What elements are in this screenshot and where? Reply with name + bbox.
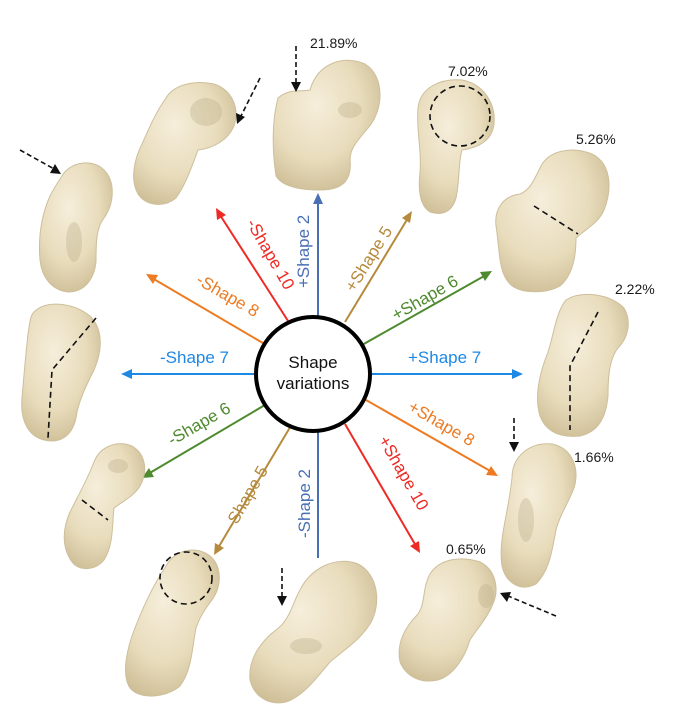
center-node: Shape variations <box>256 317 370 431</box>
pct-shape6: 5.26% <box>576 131 616 147</box>
label-pos-shape2: +Shape 2 <box>294 215 313 288</box>
label-neg-shape8: -Shape 8 <box>193 270 262 321</box>
arrow-neg-shape6: -Shape 6 <box>142 399 270 478</box>
label-neg-shape2: -Shape 2 <box>295 469 314 538</box>
arrow-neg-shape5: -Shape 5 <box>214 424 292 555</box>
label-neg-shape6: -Shape 6 <box>165 399 234 450</box>
label-pos-shape10: +Shape 10 <box>375 433 433 514</box>
bone-pos-shape6 <box>496 150 609 292</box>
bone-neg-shape2 <box>250 561 377 703</box>
label-pos-shape7: +Shape 7 <box>408 348 481 367</box>
bone-neg-shape8 <box>20 150 112 292</box>
pct-shape7: 2.22% <box>615 281 655 297</box>
bone-neg-shape10 <box>134 78 260 204</box>
bone-neg-shape5 <box>126 550 220 696</box>
arrow-pos-shape10: +Shape 10 <box>345 424 432 553</box>
bone-pos-shape5 <box>418 80 495 214</box>
center-label-line1: Shape <box>288 353 337 372</box>
label-neg-shape10: -Shape 10 <box>243 216 299 293</box>
bone-neg-shape7 <box>22 304 101 441</box>
bone-pos-shape2 <box>273 46 380 190</box>
arrow-neg-shape7: -Shape 7 <box>121 348 256 379</box>
label-neg-shape7: -Shape 7 <box>160 348 229 367</box>
pct-shape10: 0.65% <box>446 541 486 557</box>
arrow-neg-shape2: -Shape 2 <box>295 428 318 558</box>
bone-neg-shape6 <box>64 444 144 569</box>
label-neg-shape5: -Shape 5 <box>221 463 272 532</box>
arrow-neg-shape8: -Shape 8 <box>146 270 268 346</box>
center-label-line2: variations <box>277 374 350 393</box>
arrow-pos-shape7: +Shape 7 <box>370 348 523 379</box>
arrow-pos-shape2: +Shape 2 <box>294 193 323 332</box>
bone-pos-shape8 <box>501 418 576 587</box>
arrow-pos-shape6: +Shape 6 <box>362 271 492 345</box>
pct-shape8: 1.66% <box>574 449 614 465</box>
pct-shape5: 7.02% <box>448 63 488 79</box>
label-pos-shape6: +Shape 6 <box>389 271 462 324</box>
pct-shape2: 21.89% <box>310 35 357 51</box>
bone-pos-shape7 <box>538 294 629 436</box>
